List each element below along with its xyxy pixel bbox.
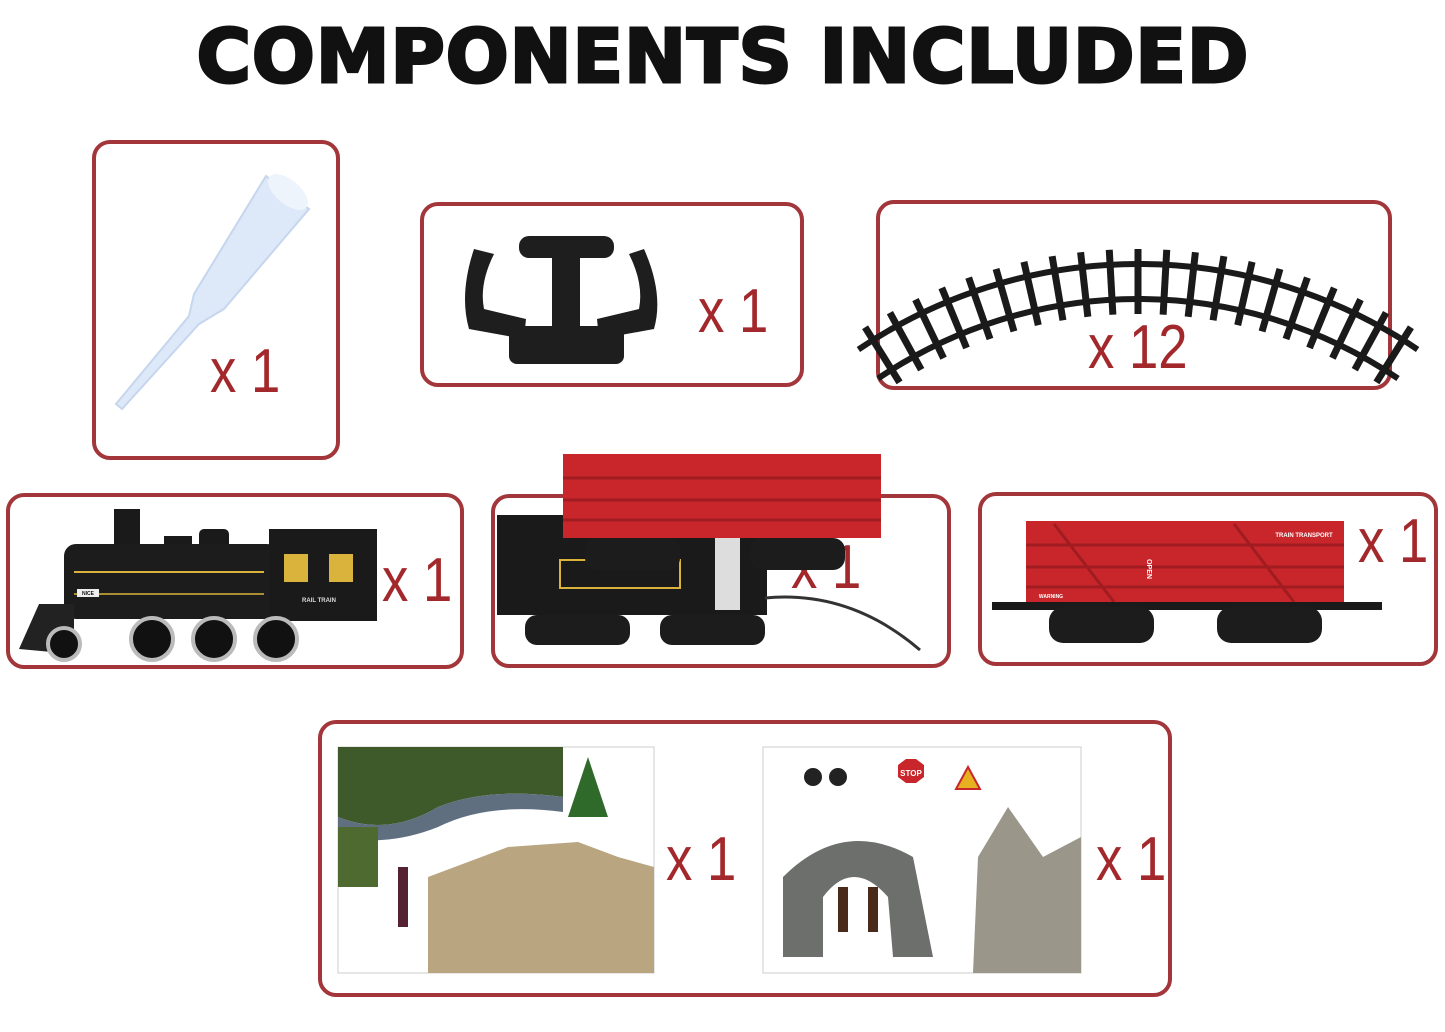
track-sleeper bbox=[992, 267, 1018, 333]
component-cattle-wagon: TRAIN TRANSPORT OPEN WARNING x 1 bbox=[978, 492, 1438, 666]
wagon-marking-warning: WARNING bbox=[1039, 594, 1063, 600]
quantity-label: x 1 bbox=[1096, 825, 1167, 894]
track-sleeper bbox=[1258, 267, 1284, 333]
quantity-label: x 1 bbox=[382, 546, 453, 615]
oil-bottle-image bbox=[114, 174, 311, 411]
track-sleeper bbox=[1105, 249, 1117, 315]
component-tender: x 1 bbox=[491, 494, 951, 668]
component-scenery-sheets: x 1 STOP x 1 bbox=[318, 720, 1172, 997]
loco-marking-nice: NICE bbox=[82, 591, 95, 597]
track-rail bbox=[876, 296, 1400, 381]
quantity-label: x 1 bbox=[1358, 507, 1429, 576]
component-curved-track: x 12 bbox=[856, 200, 1420, 390]
track-rail bbox=[856, 261, 1420, 352]
track-sleeper bbox=[965, 276, 994, 341]
curved-track-image bbox=[856, 249, 1420, 385]
wagon-marking-open: OPEN bbox=[1145, 559, 1152, 579]
quantity-label: x 12 bbox=[1088, 313, 1188, 382]
loco-marking-rail-train: RAIL TRAIN bbox=[302, 598, 336, 604]
track-connector-image bbox=[465, 236, 658, 364]
quantity-label: x 1 bbox=[210, 337, 281, 406]
scenery-sheet-signs-image: STOP bbox=[762, 746, 1082, 974]
locomotive-image: NICE RAIL TRAIN bbox=[19, 509, 377, 662]
track-sleeper bbox=[1077, 251, 1092, 318]
scenery-sheet-castle-image bbox=[337, 746, 655, 974]
component-track-connector: x 1 bbox=[420, 202, 804, 387]
track-sleeper bbox=[862, 325, 903, 385]
track-sleeper bbox=[938, 286, 970, 350]
track-sleeper bbox=[1048, 255, 1067, 321]
track-sleeper bbox=[1234, 261, 1256, 326]
component-oil-bottle: x 1 bbox=[92, 140, 340, 460]
track-sleeper bbox=[1373, 325, 1414, 385]
quantity-label: x 1 bbox=[791, 533, 862, 602]
quantity-label: x 1 bbox=[698, 277, 769, 346]
track-sleeper bbox=[1209, 255, 1228, 321]
cattle-wagon-image: TRAIN TRANSPORT OPEN WARNING bbox=[992, 521, 1382, 643]
quantity-label: x 1 bbox=[666, 825, 737, 894]
track-sleeper bbox=[1020, 261, 1042, 326]
sign-marking-stop: STOP bbox=[900, 769, 922, 778]
track-sleeper bbox=[1329, 298, 1364, 360]
component-locomotive: NICE RAIL TRAIN x 1 bbox=[6, 493, 464, 669]
page-title: COMPONENTS INCLUDED bbox=[195, 13, 1250, 102]
track-sleeper bbox=[1306, 286, 1338, 350]
track-sleeper bbox=[912, 298, 947, 360]
track-sleeper bbox=[1351, 311, 1390, 372]
track-sleeper bbox=[1159, 249, 1171, 315]
wagon-marking-train-transport: TRAIN TRANSPORT bbox=[1275, 533, 1333, 539]
track-sleeper bbox=[1184, 251, 1199, 318]
track-sleeper bbox=[886, 311, 925, 372]
track-sleeper bbox=[1282, 276, 1311, 341]
